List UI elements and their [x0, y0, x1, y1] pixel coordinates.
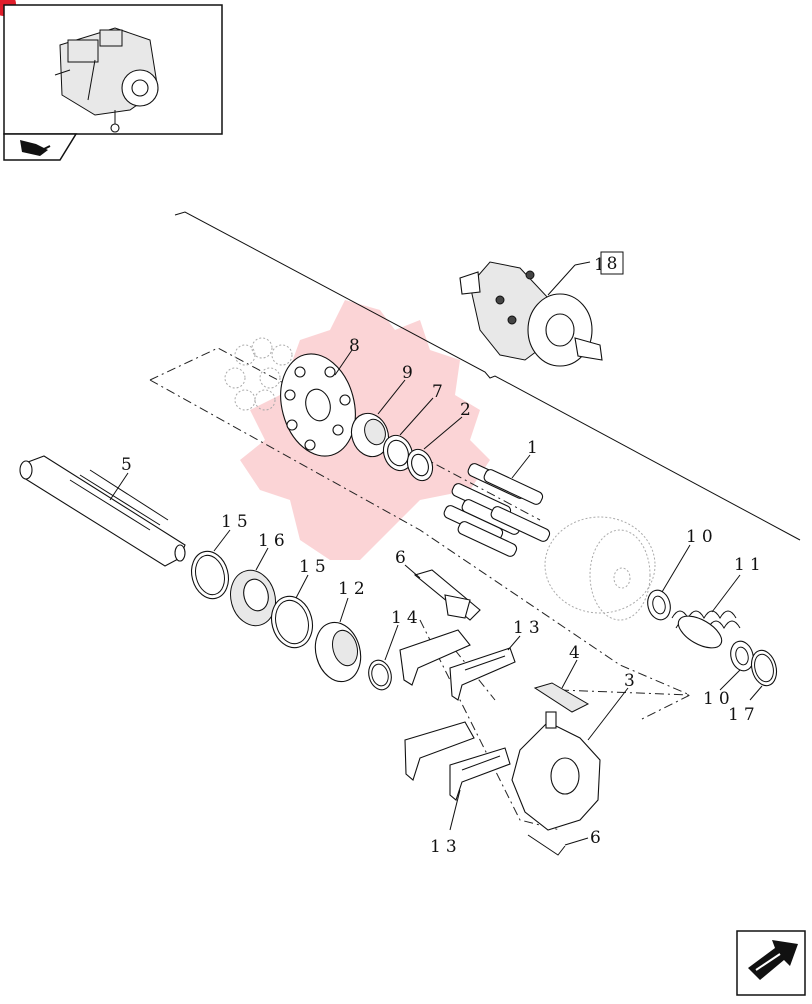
- part-5-shaft[interactable]: [19, 455, 186, 567]
- assembly-boundary-line: [174, 211, 801, 541]
- sub-assembly-18[interactable]: [459, 261, 603, 367]
- callout-13b[interactable]: 13: [430, 837, 462, 857]
- next-page-arrow-icon: [748, 940, 798, 980]
- callout-11[interactable]: 11: [734, 555, 766, 575]
- callout-12[interactable]: 12: [338, 579, 370, 599]
- callout-3[interactable]: 3: [624, 671, 640, 691]
- book-icon: [20, 140, 51, 156]
- part-2-shim[interactable]: [403, 446, 436, 484]
- callout-15a[interactable]: 15: [221, 512, 253, 532]
- callout-8[interactable]: 8: [349, 336, 365, 356]
- callout-9[interactable]: 9: [402, 363, 418, 383]
- callout-6a[interactable]: 6: [395, 548, 411, 568]
- part-16-seal[interactable]: [225, 565, 282, 630]
- callout-2[interactable]: 2: [460, 400, 476, 420]
- callout-15b[interactable]: 15: [299, 557, 331, 577]
- part-3-housing[interactable]: [511, 711, 601, 831]
- ref-box-prefix: 1: [594, 255, 610, 275]
- part-15b-circlip[interactable]: [266, 592, 318, 653]
- callout-5[interactable]: 5: [121, 455, 137, 475]
- pump-assembly-thumbnail: [54, 27, 159, 133]
- ghost-cylinder-block: [544, 516, 656, 621]
- part-17-circlip[interactable]: [748, 648, 780, 689]
- part-13b-half-shells[interactable]: [404, 721, 511, 801]
- part-10b-washer[interactable]: [727, 639, 756, 674]
- part-9-bearing[interactable]: [346, 408, 395, 462]
- part-1-pistons[interactable]: [443, 462, 552, 558]
- next-page-button[interactable]: [736, 930, 806, 996]
- part-11-spring[interactable]: [671, 610, 741, 655]
- thumbnail-panel[interactable]: [3, 4, 223, 135]
- callout-10a[interactable]: 10: [686, 527, 718, 547]
- callout-16[interactable]: 16: [258, 531, 290, 551]
- callout-1[interactable]: 1: [527, 438, 543, 458]
- part-10a-washer[interactable]: [644, 588, 673, 623]
- book-nav-tab[interactable]: [3, 133, 78, 161]
- callout-13a[interactable]: 13: [513, 618, 545, 638]
- part-4-plate[interactable]: [533, 682, 590, 713]
- callout-6b[interactable]: 6: [590, 828, 606, 848]
- callout-10b[interactable]: 10: [703, 689, 735, 709]
- part-6a-clip[interactable]: [413, 569, 481, 621]
- part-8-valve-plate[interactable]: [270, 345, 366, 464]
- part-14-ring[interactable]: [365, 658, 394, 693]
- part-7-ring[interactable]: [379, 431, 418, 474]
- callout-14[interactable]: 14: [391, 608, 423, 628]
- callout-17[interactable]: 17: [728, 705, 760, 725]
- part-6b-pin[interactable]: [527, 834, 566, 856]
- ref-box-18[interactable]: 1 8: [547, 251, 624, 296]
- ghost-piston-group: [224, 337, 293, 411]
- ref-box-number: 8: [607, 254, 618, 274]
- part-15a-circlip[interactable]: [186, 547, 233, 603]
- callout-4[interactable]: 4: [569, 643, 585, 663]
- part-13a-half-shells[interactable]: [399, 629, 516, 701]
- callout-7[interactable]: 7: [432, 382, 448, 402]
- part-12-bearing[interactable]: [309, 617, 367, 686]
